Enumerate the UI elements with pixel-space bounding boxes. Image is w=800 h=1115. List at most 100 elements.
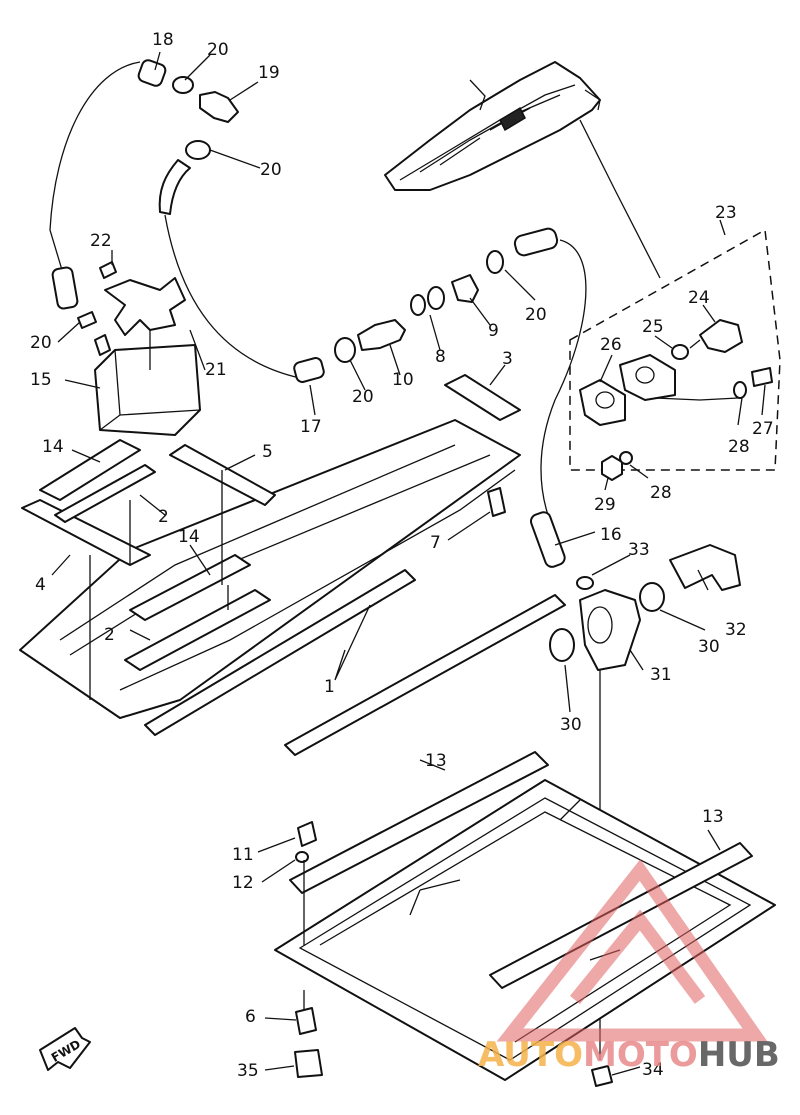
bracket-21: [104, 277, 186, 336]
callout-32: 32: [725, 620, 747, 640]
callout-3: 3: [502, 349, 513, 369]
hose-upper-right: [513, 227, 559, 257]
gasket-26: [579, 379, 626, 426]
cap-35: [294, 1049, 323, 1078]
washer-12: [295, 851, 309, 863]
callout-17: 17: [300, 417, 322, 437]
callout-19: 19: [258, 63, 280, 83]
washer-8a: [410, 294, 426, 316]
valve-24: [699, 319, 743, 353]
tank-assembly: [94, 261, 201, 436]
callout-4: 4: [35, 575, 46, 595]
bolt-27: [751, 367, 773, 387]
watermark-moto: MOTO: [583, 1035, 698, 1075]
callout-14-top: 14: [42, 437, 64, 457]
bolt-34: [591, 1065, 613, 1087]
plate-3: [444, 374, 521, 421]
callout-20-right: 20: [525, 305, 547, 325]
bolt-6: [295, 1007, 317, 1035]
callout-14-mid: 14: [178, 527, 200, 547]
bolt-11: [297, 821, 317, 847]
bolt-7: [487, 487, 506, 517]
callout-22: 22: [90, 231, 112, 251]
inlet-line-assembly: [293, 227, 587, 516]
hose-upper: [158, 159, 191, 215]
callout-23: 23: [715, 203, 737, 223]
callout-13-left: 13: [425, 751, 447, 771]
svg-text:AUTOMOTOHUB: AUTOMOTOHUB: [478, 1035, 780, 1075]
plate-2-mid: [124, 589, 271, 671]
base-frame: [274, 779, 776, 1081]
callout-34: 34: [642, 1060, 664, 1080]
callout-30-right: 30: [698, 637, 720, 657]
hose-lower-left: [51, 266, 79, 310]
washer-28-bottom: [619, 451, 633, 465]
outlet-assembly: [529, 511, 741, 1060]
callout-12: 12: [232, 873, 254, 893]
oring-25: [671, 344, 689, 360]
watercraft-hull: [384, 61, 601, 191]
clamp-20-mid: [185, 140, 211, 160]
watermark-auto: AUTO: [478, 1035, 583, 1075]
callout-20-upper: 20: [260, 160, 282, 180]
watermark-logo: AUTOMOTOHUB: [478, 859, 780, 1075]
group-23-outline: [569, 228, 781, 471]
plate-assembly: [19, 374, 566, 756]
clamp-20-left: [77, 311, 97, 329]
callout-11: 11: [232, 845, 254, 865]
clamp-30-left: [549, 628, 575, 662]
plate-14-top: [39, 439, 141, 501]
callout-18: 18: [152, 30, 174, 50]
callout-labels: 18 20 19 20 22 20 21 15 17 20 10 8 9 20 …: [30, 30, 774, 1081]
fitting-10: [357, 319, 406, 351]
housing-31: [579, 589, 641, 671]
hose-16: [529, 511, 566, 568]
callout-21: 21: [205, 360, 227, 380]
hose-18: [137, 59, 167, 87]
callout-20-center: 20: [352, 387, 374, 407]
callout-29: 29: [594, 495, 616, 515]
clamp-20-top: [172, 76, 194, 94]
leader-lines: [51, 51, 766, 1076]
cover-25: [619, 354, 676, 401]
callout-8: 8: [435, 347, 446, 367]
callout-24: 24: [688, 288, 710, 308]
callout-26: 26: [600, 335, 622, 355]
nut-29: [601, 455, 623, 481]
strap-13-left: [289, 751, 549, 894]
callout-13-right: 13: [702, 807, 724, 827]
clamp-20-center: [334, 337, 356, 363]
callout-28-bottom: 28: [650, 483, 672, 503]
callout-30-left: 30: [560, 715, 582, 735]
strip-1-upper: [144, 569, 416, 736]
valve-assembly: [579, 319, 773, 481]
callout-2-top: 2: [158, 507, 169, 527]
washer-8b: [427, 286, 445, 310]
elbow-32: [669, 544, 741, 591]
callout-2-mid: 2: [104, 625, 115, 645]
callout-20-top: 20: [207, 40, 229, 60]
plate-2-top: [54, 464, 156, 523]
callout-27: 27: [752, 419, 774, 439]
callout-5: 5: [262, 442, 273, 462]
clamp-30-right: [639, 582, 665, 612]
callout-35: 35: [237, 1061, 259, 1081]
screw-22: [99, 261, 117, 279]
clamp-20-right: [486, 250, 504, 274]
callout-16: 16: [600, 525, 622, 545]
fitting-9: [451, 274, 479, 303]
hose-17: [293, 357, 325, 383]
strip-1-lower: [284, 594, 566, 756]
callout-10: 10: [392, 370, 414, 390]
callout-6: 6: [245, 1007, 256, 1027]
lower-plate-assembly: [274, 751, 776, 1087]
fwd-arrow: FWD: [39, 1027, 91, 1071]
clamp-33: [576, 576, 594, 590]
plate-4: [21, 499, 151, 566]
fitting-19: [199, 91, 239, 123]
plate-14-mid: [129, 554, 251, 621]
callout-20-left: 20: [30, 333, 52, 353]
callout-15: 15: [30, 370, 52, 390]
callout-1: 1: [324, 677, 335, 697]
